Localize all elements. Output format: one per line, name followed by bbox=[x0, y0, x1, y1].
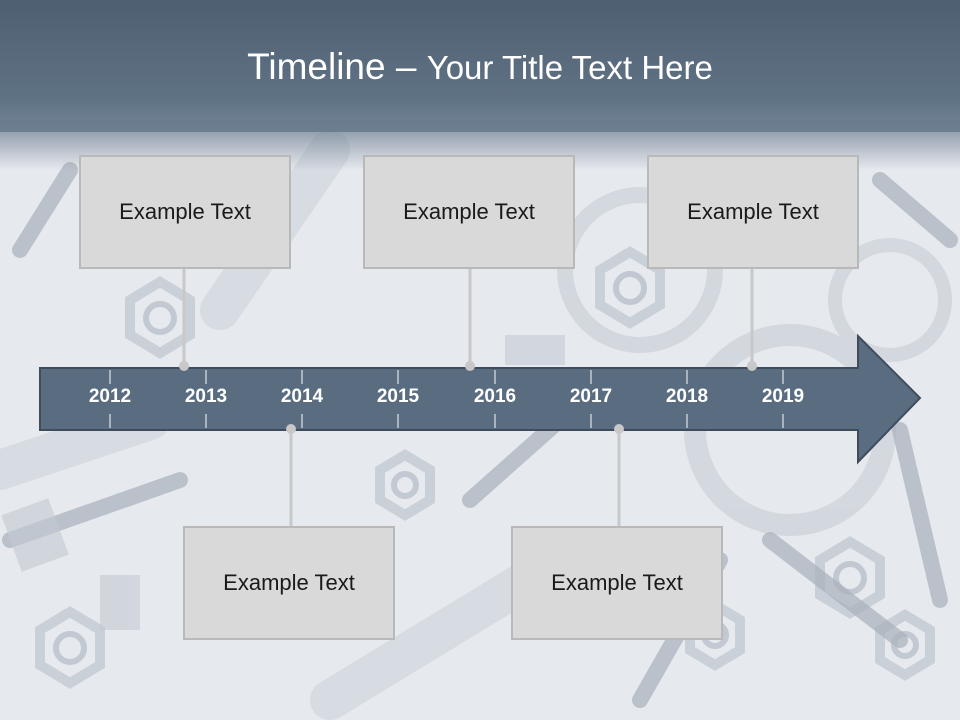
text-card-top-center[interactable]: Example Text bbox=[363, 155, 575, 269]
text-card-top-right[interactable]: Example Text bbox=[647, 155, 859, 269]
year-label-2015: 2015 bbox=[376, 386, 420, 407]
year-label-2013: 2013 bbox=[184, 386, 228, 407]
title-separator: – bbox=[385, 46, 427, 87]
text-card-top-left[interactable]: Example Text bbox=[79, 155, 291, 269]
connector-dot bbox=[747, 361, 757, 371]
year-label-2018: 2018 bbox=[665, 386, 709, 407]
text-card-bottom-right[interactable]: Example Text bbox=[511, 526, 723, 640]
card-text: Example Text bbox=[551, 570, 683, 595]
title-main: Timeline bbox=[247, 46, 386, 87]
year-label-2019: 2019 bbox=[761, 386, 805, 407]
connector-dot bbox=[286, 424, 296, 434]
card-text: Example Text bbox=[403, 199, 535, 224]
connector-dot bbox=[179, 361, 189, 371]
year-label-2012: 2012 bbox=[88, 386, 132, 407]
year-label-2017: 2017 bbox=[569, 386, 613, 407]
card-text: Example Text bbox=[687, 199, 819, 224]
title-subtitle: Your Title Text Here bbox=[426, 49, 713, 86]
text-card-bottom-left[interactable]: Example Text bbox=[183, 526, 395, 640]
title-bar bbox=[0, 0, 960, 132]
connector-dot bbox=[465, 361, 475, 371]
connector-dot bbox=[614, 424, 624, 434]
card-text: Example Text bbox=[223, 570, 355, 595]
card-text: Example Text bbox=[119, 199, 251, 224]
year-label-2014: 2014 bbox=[280, 386, 324, 407]
slide-title: Timeline – Your Title Text Here bbox=[0, 44, 960, 91]
timeline-arrow bbox=[39, 333, 922, 465]
year-label-2016: 2016 bbox=[473, 386, 517, 407]
